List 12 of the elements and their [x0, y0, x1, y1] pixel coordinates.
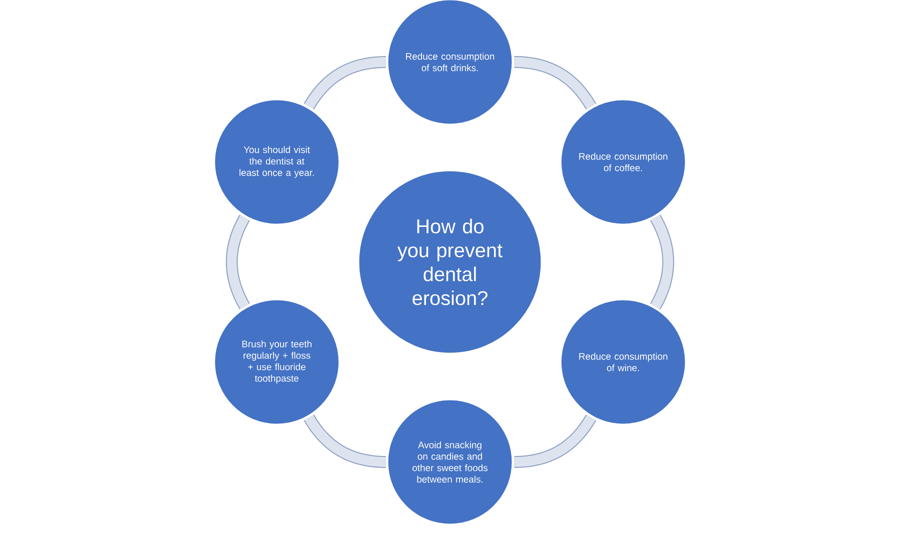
- circle-node: You should visit the dentist at least once a year.: [212, 98, 342, 226]
- ring-segment: [304, 56, 386, 110]
- circle-node: How do you prevent dental erosion?: [356, 168, 544, 356]
- circle-node: Reduce consumption of wine.: [558, 298, 688, 426]
- ring-segment: [226, 214, 250, 310]
- ring-segment: [514, 414, 596, 468]
- ring-segment: [650, 214, 674, 310]
- circle-node: Avoid snacking on candies and other sweet foods between meals.: [386, 398, 514, 526]
- ring-segment: [514, 56, 596, 110]
- circle-node: Reduce consumption of coffee.: [558, 98, 688, 226]
- circle-node: Brush your teeth regularly + floss + use fluoride toothpaste: [212, 298, 342, 426]
- ring-segment: [304, 414, 386, 468]
